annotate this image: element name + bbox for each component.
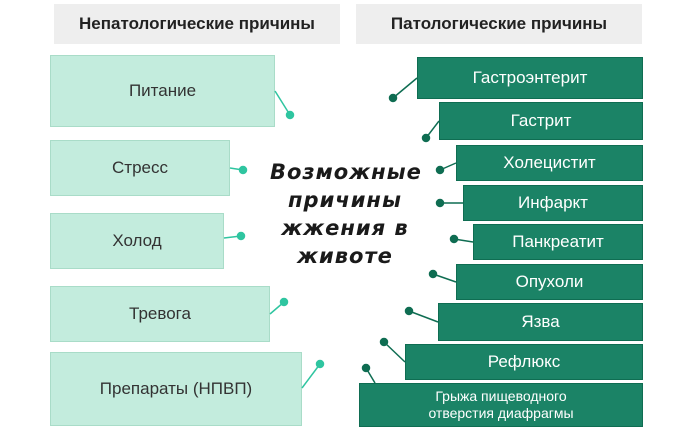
cause-nutrition: Питание bbox=[50, 55, 275, 127]
header-non-pathological: Непатологические причины bbox=[54, 4, 340, 44]
connector-line bbox=[301, 363, 321, 389]
header-left-label: Непатологические причины bbox=[79, 14, 315, 33]
cause-label: Гастроэнтерит bbox=[472, 68, 588, 87]
connector-dot bbox=[388, 93, 398, 103]
cause-ulcer: Язва bbox=[438, 303, 643, 341]
cause-cold: Холод bbox=[50, 213, 224, 269]
cause-label: Тревога bbox=[129, 304, 191, 323]
cause-reflux: Рефлюкс bbox=[405, 344, 643, 380]
cause-label: Рефлюкс bbox=[487, 352, 561, 371]
connector-dot bbox=[361, 363, 371, 373]
connector-dot bbox=[421, 133, 431, 143]
cause-nsaid-drugs: Препараты (НПВП) bbox=[50, 352, 302, 426]
cause-label: Гастрит bbox=[510, 111, 572, 130]
cause-gastroenteritis: Гастроэнтерит bbox=[417, 57, 643, 99]
header-pathological: Патологические причины bbox=[356, 4, 642, 44]
connector-dot bbox=[315, 359, 325, 369]
cause-anxiety: Тревога bbox=[50, 286, 270, 342]
connector-dot bbox=[285, 110, 295, 120]
cause-label: Язва bbox=[521, 312, 560, 331]
connector-line bbox=[383, 341, 406, 363]
cause-label: Инфаркт bbox=[518, 193, 588, 212]
connector-dot bbox=[404, 306, 414, 316]
cause-label: Холод bbox=[112, 231, 162, 250]
cause-label: Панкреатит bbox=[512, 232, 604, 251]
connector-dot bbox=[379, 337, 389, 347]
cause-hiatal-hernia: Грыжа пищеводного отверстия диафрагмы bbox=[359, 383, 643, 427]
cause-gastritis: Гастрит bbox=[439, 102, 643, 140]
connector-dot bbox=[238, 165, 248, 175]
connector-line bbox=[408, 310, 439, 323]
connector-dot bbox=[279, 297, 289, 307]
cause-label: Питание bbox=[128, 81, 197, 100]
cause-stress: Стресс bbox=[50, 140, 230, 196]
cause-label: Препараты (НПВП) bbox=[99, 379, 253, 398]
cause-label: Стресс bbox=[112, 158, 168, 177]
cause-cholecystitis: Холецистит bbox=[456, 145, 643, 181]
connector-dot bbox=[428, 269, 438, 279]
connector-line bbox=[392, 77, 418, 99]
center-title: Возможные причины жжения в животе bbox=[270, 160, 422, 268]
connector-dot bbox=[449, 234, 459, 244]
cause-tumors: Опухоли bbox=[456, 264, 643, 300]
cause-label: Грыжа пищеводного отверстия диафрагмы bbox=[428, 388, 574, 421]
cause-pancreatitis: Панкреатит bbox=[473, 224, 643, 260]
connector-dot bbox=[236, 231, 246, 241]
cause-label: Холецистит bbox=[503, 153, 596, 172]
header-right-label: Патологические причины bbox=[390, 14, 608, 33]
connector-dot bbox=[435, 165, 445, 175]
cause-infarction: Инфаркт bbox=[463, 185, 643, 221]
cause-label: Опухоли bbox=[515, 272, 584, 291]
connector-dot bbox=[435, 198, 445, 208]
connector-line bbox=[274, 90, 291, 116]
